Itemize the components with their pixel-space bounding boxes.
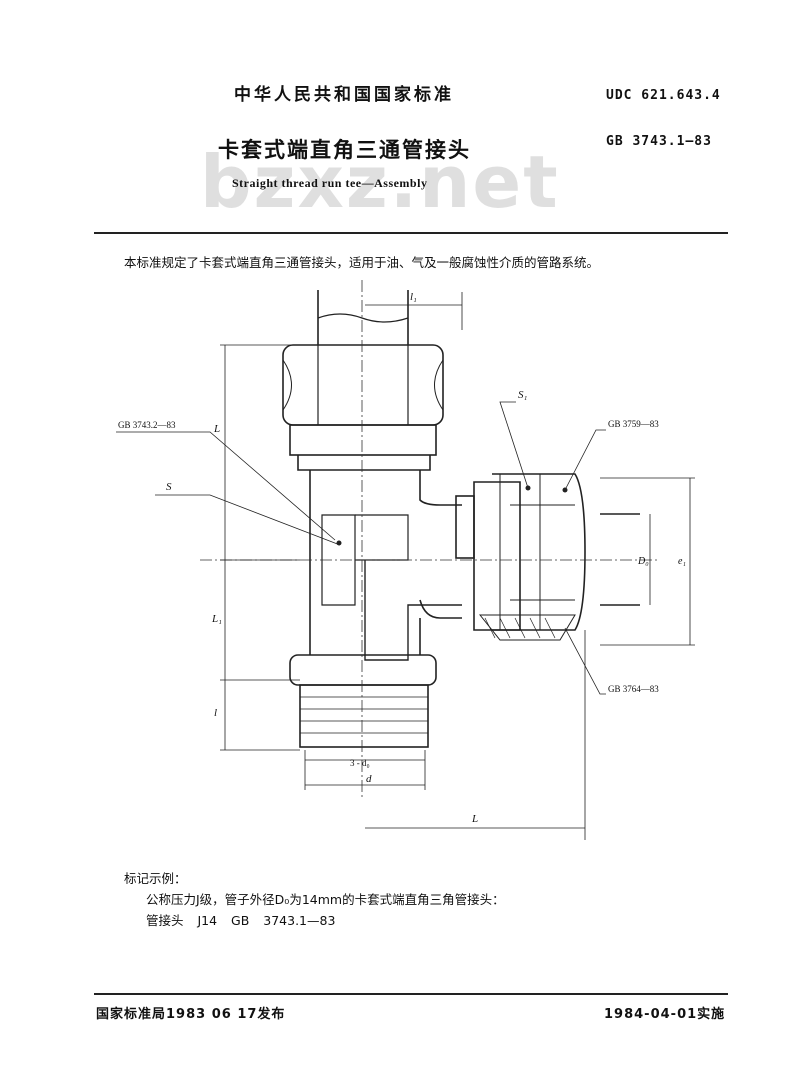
label-d: d	[366, 773, 372, 785]
header-rule	[94, 232, 728, 234]
standard-code: GB 3743.1—83	[606, 134, 712, 149]
watermark: bzxz.net	[200, 140, 560, 224]
issue-date: 国家标准局1983 06 17发布	[96, 1007, 286, 1022]
label-gb-right-top: GB 3759—83	[608, 419, 659, 429]
scope-text: 本标准规定了卡套式端直角三通管接头，适用于油、气及一般腐蚀性介质的管路系统。	[124, 255, 600, 270]
label-l1: l₁	[410, 291, 417, 303]
label-gb-left: GB 3743.2—83	[118, 420, 176, 430]
page-title: 卡套式端直角三通管接头	[218, 138, 471, 162]
marking-line-1: 公称压力J级，管子外径D₀为14mm的卡套式端直角三角管接头：	[146, 892, 505, 907]
label-e1: e₁	[678, 556, 686, 567]
standard-heading: 中华人民共和国国家标准	[234, 85, 454, 105]
label-3-d0: 3 - d₀	[350, 758, 370, 768]
page-title-english: Straight thread run tee—Assembly	[232, 176, 428, 190]
udc-number: UDC 621.643.4	[606, 88, 721, 103]
footer-rule	[94, 993, 728, 995]
label-D0: D₀	[637, 556, 649, 567]
implementation-date: 1984-04-01实施	[604, 1007, 726, 1022]
label-S: S	[166, 481, 172, 493]
label-L-horizontal: L	[471, 813, 478, 825]
label-S1: S₁	[518, 389, 528, 401]
marking-line-2: 管接头 J14 GB 3743.1—83	[146, 913, 336, 928]
label-gb-right-bottom: GB 3764—83	[608, 684, 659, 694]
marking-heading: 标记示例：	[124, 871, 187, 886]
label-L1: L₁	[211, 613, 222, 625]
label-L-vertical: L	[213, 423, 220, 435]
label-l: l	[214, 707, 217, 719]
